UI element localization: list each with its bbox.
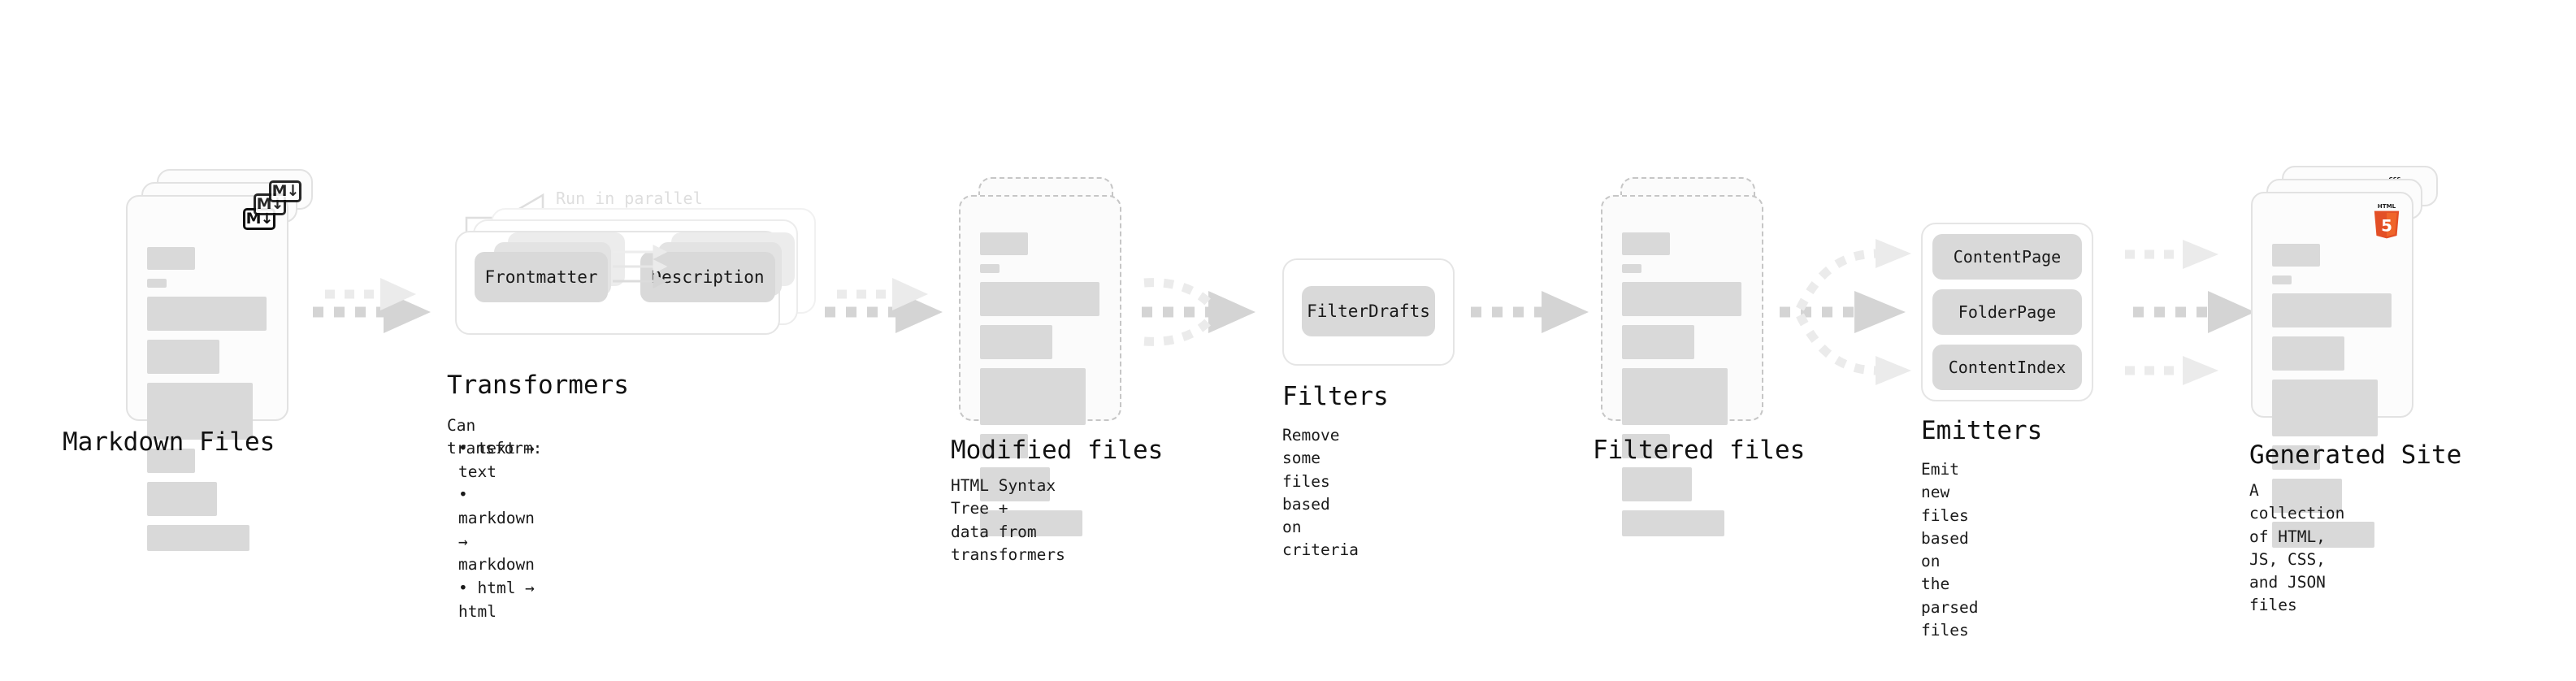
html5-badge-number: 5 <box>2381 215 2392 235</box>
transformers-internal-arrows <box>613 245 668 288</box>
html5-badge-label: HTML <box>2378 202 2396 210</box>
emitters-subtitle: Emit new files based on the parsed files <box>1921 460 1979 640</box>
connector-transformers-to-modified <box>825 278 943 333</box>
filtered-files-title: Filtered files <box>1593 436 1806 465</box>
connector-filtered-to-emitters <box>1780 239 1911 385</box>
filters-title: Filters <box>1282 382 1389 411</box>
emitters-chip-contentindex[interactable]: ContentIndex <box>1932 345 2082 390</box>
site-doc-stack: CSS HTML 5 <box>2251 166 2438 548</box>
transformers-bullet-2: • html → html <box>458 578 535 621</box>
markdown-badge-back-2: M↓ <box>269 180 301 202</box>
generated-site-title: Generated Site <box>2249 440 2462 470</box>
filtered-doc-front <box>1601 195 1763 536</box>
emitters-chip-folderpage[interactable]: FolderPage <box>1932 289 2082 335</box>
connector-modified-to-filters <box>1142 278 1255 346</box>
connector-md-to-transformers <box>313 278 431 333</box>
transformers-bullet-0: • text → text <box>458 439 535 481</box>
run-in-parallel-label: Run in parallel <box>556 189 703 208</box>
modified-files-subtitle: HTML Syntax Tree + data from transformer… <box>951 476 1065 564</box>
modified-doc-front <box>959 195 1121 536</box>
markdown-doc-front: M↓ <box>126 195 288 551</box>
transformers-chip-frontmatter[interactable]: Frontmatter <box>475 252 608 302</box>
site-doc-front: HTML 5 <box>2251 192 2413 548</box>
filtered-doc-stack <box>1601 177 1780 536</box>
transformers-bullets: • text → text • markdown → markdown • ht… <box>447 437 535 623</box>
transformers-title: Transformers <box>447 371 629 400</box>
connector-emitters-to-site <box>2125 240 2255 385</box>
markdown-files-title: Markdown Files <box>63 427 275 457</box>
connector-filters-to-filtered <box>1471 291 1589 333</box>
emitters-chip-contentpage[interactable]: ContentPage <box>1932 234 2082 280</box>
modified-files-title: Modified files <box>951 436 1164 465</box>
markdown-badge-back-1: M↓ <box>254 193 286 215</box>
generated-site-subtitle: A collection of HTML, JS, CSS, and JSON … <box>2249 481 2345 615</box>
filters-chip-filterdrafts[interactable]: FilterDrafts <box>1302 286 1435 336</box>
transformers-bullet-1: • markdown → markdown <box>458 485 535 575</box>
filters-subtitle: Remove some files based on criteria <box>1282 426 1359 560</box>
modified-doc-stack <box>959 177 1138 536</box>
emitters-title: Emitters <box>1921 416 2043 445</box>
html5-badge: HTML 5 <box>2374 202 2400 239</box>
markdown-doc-stack: M↓ M↓ M↓ <box>126 169 313 551</box>
transformers-subtitle: Can transform: <box>447 416 543 458</box>
